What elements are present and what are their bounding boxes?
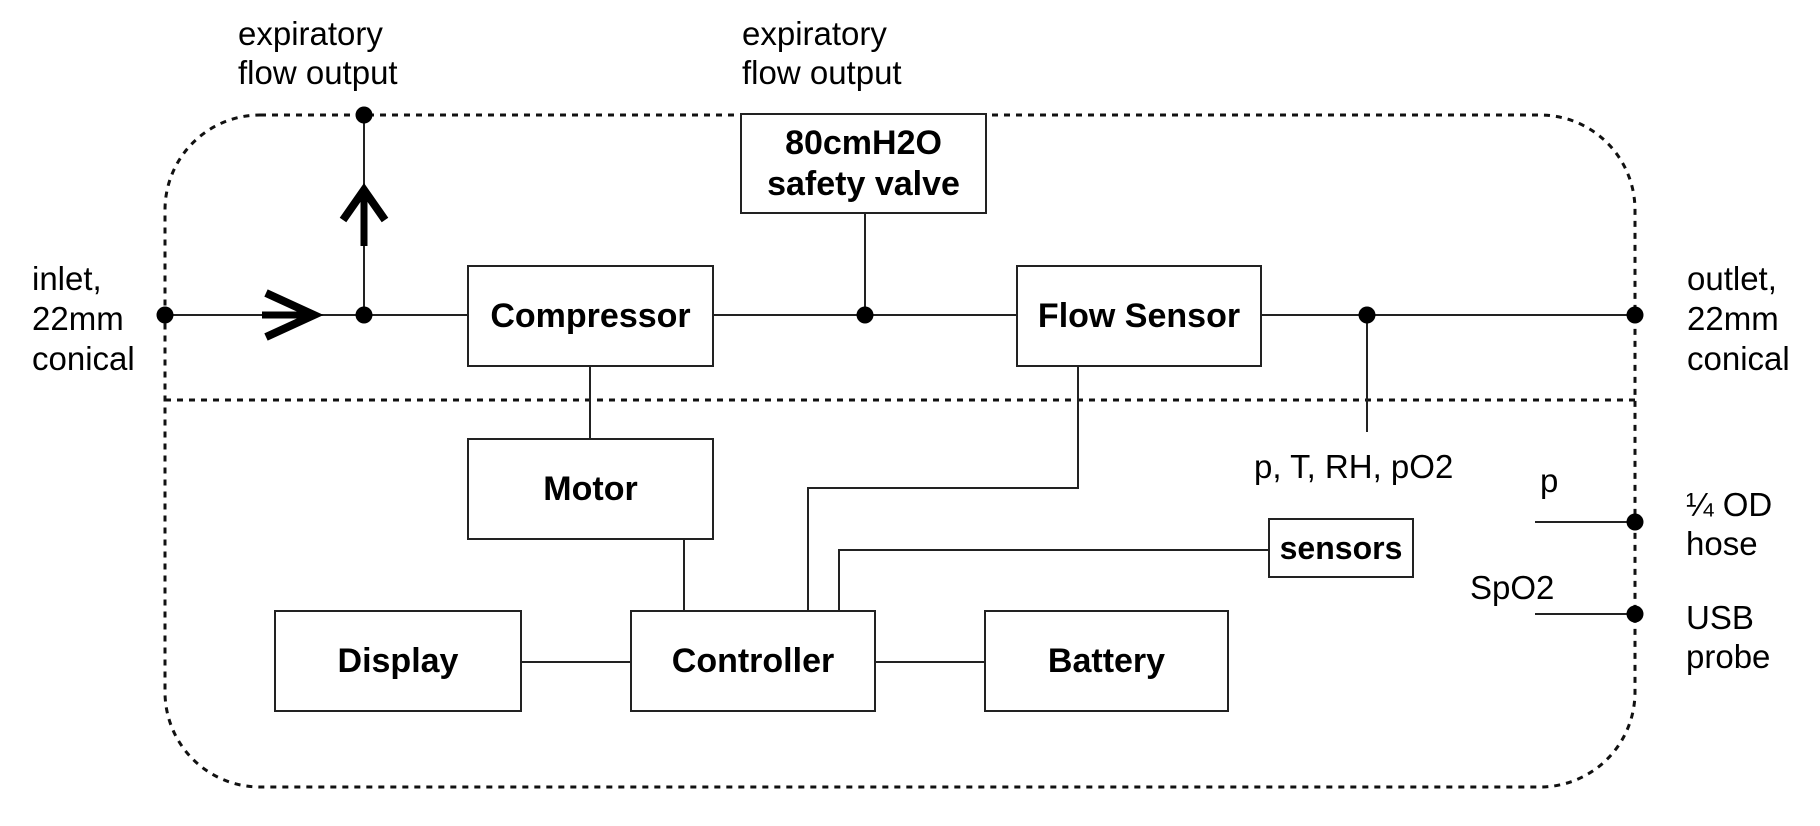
usb-port-dot xyxy=(1626,605,1644,623)
label-line: 22mm xyxy=(1687,300,1779,337)
outlet-label: outlet, 22mm conical xyxy=(1687,259,1790,379)
label-line: conical xyxy=(32,340,135,377)
spo2-port-label: SpO2 xyxy=(1470,569,1555,606)
expiratory-port-dot xyxy=(355,106,373,124)
flow-sensor-box: Flow Sensor xyxy=(1016,265,1262,367)
label-line: outlet, xyxy=(1687,260,1777,297)
expiratory-arrow-up xyxy=(339,183,389,246)
label-line: hose xyxy=(1686,525,1758,562)
junction-dot xyxy=(856,306,874,324)
label-line: flow output xyxy=(238,54,398,91)
flow-params-label: p, T, RH, pO2 xyxy=(1254,448,1454,485)
motor-box: Motor xyxy=(467,438,714,540)
inlet-label: inlet, 22mm conical xyxy=(32,259,135,379)
junction-dot xyxy=(355,306,373,324)
safety-valve-label-line1: 80cmH2O xyxy=(785,123,942,162)
compressor-box: Compressor xyxy=(467,265,714,367)
outlet-port-dot xyxy=(1626,306,1644,324)
label-line: conical xyxy=(1687,340,1790,377)
pressure-port-label: p xyxy=(1540,462,1559,499)
label-line: expiratory xyxy=(742,15,887,52)
usb-port-label: USB probe xyxy=(1686,598,1770,676)
safety-valve-box: 80cmH2O safety valve xyxy=(740,113,987,214)
label-line: ¼ OD xyxy=(1686,486,1773,523)
inlet-port-dot xyxy=(156,306,174,324)
label-line: flow output xyxy=(742,54,902,91)
junction-dot xyxy=(1358,306,1376,324)
hose-port-dot xyxy=(1626,513,1644,531)
sensors-controller-link xyxy=(838,549,1268,610)
sensors-box: sensors xyxy=(1268,518,1414,578)
display-box: Display xyxy=(274,610,522,712)
expiratory-output-label-mid: expiratory flow output xyxy=(742,14,902,92)
label-line: inlet, xyxy=(32,260,102,297)
expiratory-output-label-left: expiratory flow output xyxy=(238,14,398,92)
label-line: 22mm xyxy=(32,300,124,337)
label-line: probe xyxy=(1686,638,1771,675)
label-line: USB xyxy=(1686,599,1754,636)
safety-valve-label-line2: safety valve xyxy=(767,164,960,203)
hose-port-label: ¼ OD hose xyxy=(1686,485,1772,563)
label-line: expiratory xyxy=(238,15,383,52)
controller-box: Controller xyxy=(630,610,876,712)
battery-box: Battery xyxy=(984,610,1229,712)
flowsensor-controller-link xyxy=(807,367,1079,610)
flow-direction-arrow xyxy=(262,289,324,341)
